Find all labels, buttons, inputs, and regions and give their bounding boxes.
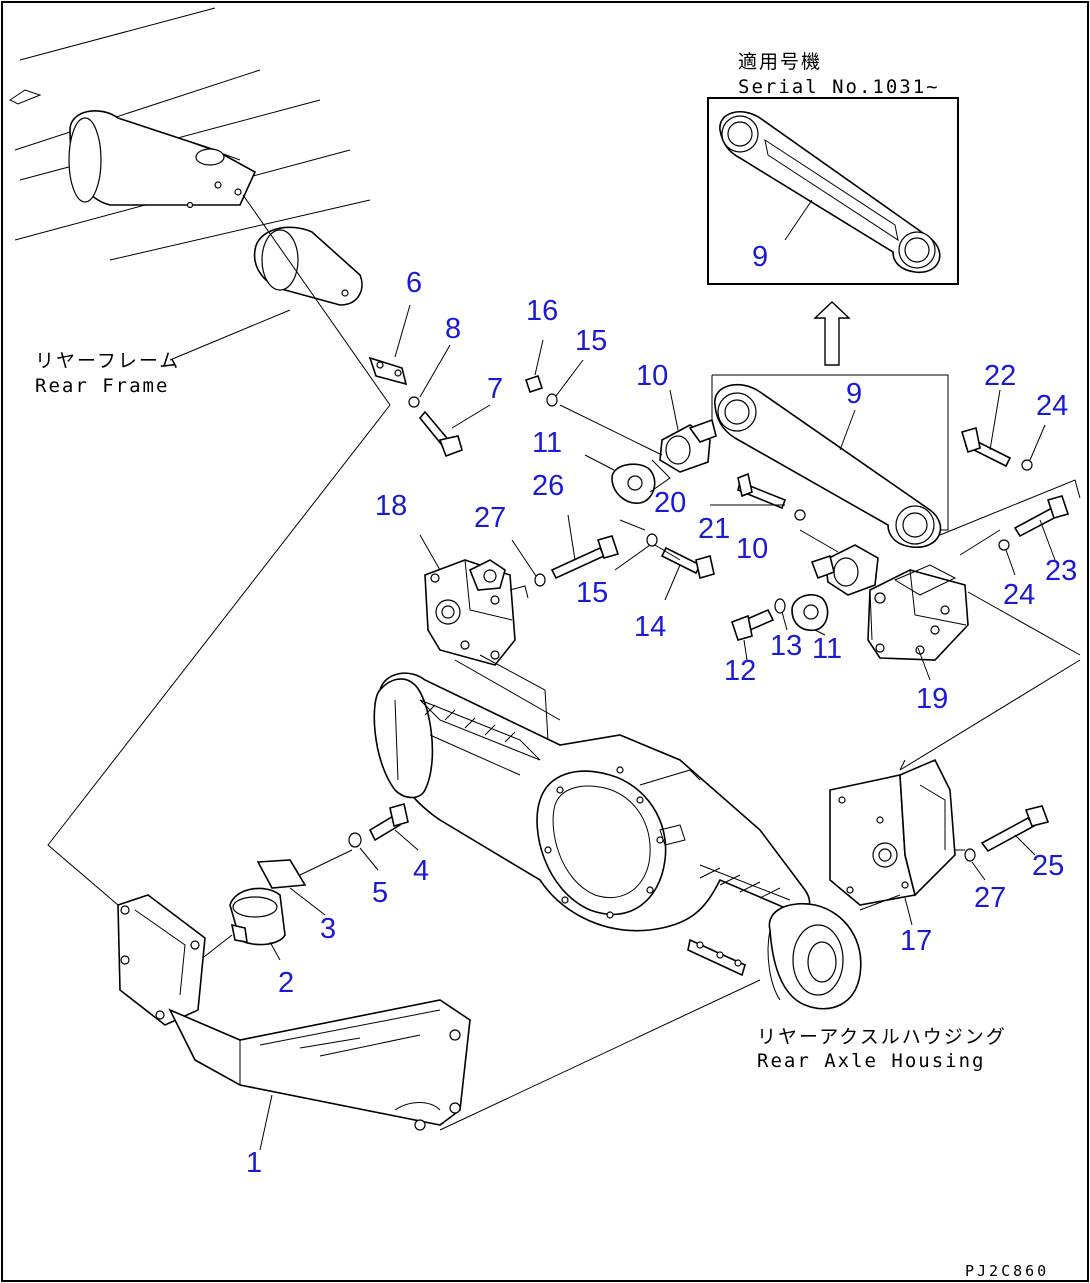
serial-note-jp: 適用号機 xyxy=(738,51,822,73)
callout-5: 5 xyxy=(372,877,388,909)
callout-16: 16 xyxy=(526,295,558,327)
callout-1: 1 xyxy=(246,1147,262,1179)
inset-box xyxy=(707,97,959,285)
part-7-bolt xyxy=(418,410,463,458)
rear-axle-housing xyxy=(373,672,862,1010)
callout-2: 2 xyxy=(278,967,294,999)
callout-12: 12 xyxy=(724,655,756,687)
part-10-bushing-top xyxy=(659,418,717,473)
part-9-link xyxy=(714,383,942,548)
part-11-plate-bottom xyxy=(791,594,829,632)
part-22-bolt xyxy=(961,426,1012,468)
part-24-washer-top xyxy=(1021,459,1033,471)
callout-25: 25 xyxy=(1032,850,1064,882)
part-4-bolt xyxy=(368,802,409,842)
callout-11-bottom: 11 xyxy=(812,633,842,665)
callout-23: 23 xyxy=(1045,555,1077,587)
assembly-line-left xyxy=(47,404,391,906)
serial-note-en: Serial No.1031~ xyxy=(738,76,940,98)
callout-9: 9 xyxy=(846,378,862,410)
part-15-washer-top xyxy=(546,393,558,407)
callout-24-bottom: 24 xyxy=(1003,579,1035,611)
part-11-plate-top xyxy=(611,463,656,504)
callout-20: 20 xyxy=(654,487,686,519)
callout-7: 7 xyxy=(487,373,503,405)
part-13-washer xyxy=(774,598,786,614)
part-24-washer-bottom xyxy=(998,539,1010,551)
rear-frame-leader xyxy=(169,309,291,361)
arrow-up xyxy=(813,301,851,366)
part-14-bolt xyxy=(660,546,715,580)
callout-21: 21 xyxy=(698,513,730,545)
callout-15-bottom: 15 xyxy=(576,577,608,609)
callout-15-top: 15 xyxy=(575,325,607,357)
callout-11-top: 11 xyxy=(532,427,562,459)
part-5-washer xyxy=(348,832,362,848)
callout-14: 14 xyxy=(634,611,666,643)
callout-22: 22 xyxy=(984,360,1016,392)
callout-3: 3 xyxy=(320,913,336,945)
assembly-line-bottom xyxy=(439,979,761,1131)
part-8-washer xyxy=(408,396,420,408)
callout-19: 19 xyxy=(916,683,948,715)
part-26-bolt xyxy=(550,535,620,580)
callout-18: 18 xyxy=(375,490,407,522)
drawing-code: PJ2C860 xyxy=(965,1262,1049,1280)
callout-24-top: 24 xyxy=(1036,390,1068,422)
part-6-plate xyxy=(368,356,408,386)
callout-10-top: 10 xyxy=(636,360,668,392)
part-23-bolt xyxy=(1013,495,1070,538)
callout-27-left: 27 xyxy=(474,502,506,534)
rear-frame-label-en: Rear Frame xyxy=(35,375,169,397)
part-27-washer-left xyxy=(534,573,546,587)
part-12-bolt xyxy=(730,608,775,641)
part-20-washer xyxy=(794,509,806,521)
part-25-bolt xyxy=(980,805,1050,853)
callout-10-bottom: 10 xyxy=(736,533,768,565)
part-18-bracket xyxy=(424,559,529,666)
rear-axle-label-jp: リヤーアクスルハウジング xyxy=(757,1026,1007,1048)
part-27-washer-right xyxy=(964,848,976,862)
callout-4: 4 xyxy=(413,855,429,887)
callout-13: 13 xyxy=(770,630,802,662)
part-15-washer-bottom xyxy=(646,533,658,547)
part-19-bracket xyxy=(867,564,969,661)
callout-8: 8 xyxy=(445,313,461,345)
rear-frame xyxy=(9,7,391,406)
part-9-inset-link xyxy=(719,110,941,273)
part-21-bolt xyxy=(737,472,787,510)
callout-6: 6 xyxy=(406,267,422,299)
callout-9-inset: 9 xyxy=(752,241,768,273)
rear-frame-label-jp: リヤーフレーム xyxy=(35,350,180,372)
assembly-line-axle xyxy=(859,894,901,911)
callout-27-right: 27 xyxy=(974,882,1006,914)
callout-26: 26 xyxy=(532,470,564,502)
part-1-arm xyxy=(117,894,471,1131)
part-2-bushing xyxy=(229,887,286,946)
part-10-bushing-bottom xyxy=(810,544,879,596)
rear-axle-label-en: Rear Axle Housing xyxy=(757,1050,985,1072)
part-3-plate xyxy=(256,859,307,889)
part-16-nut xyxy=(524,374,544,394)
callout-17: 17 xyxy=(900,925,932,957)
part-17-bracket xyxy=(829,758,956,906)
